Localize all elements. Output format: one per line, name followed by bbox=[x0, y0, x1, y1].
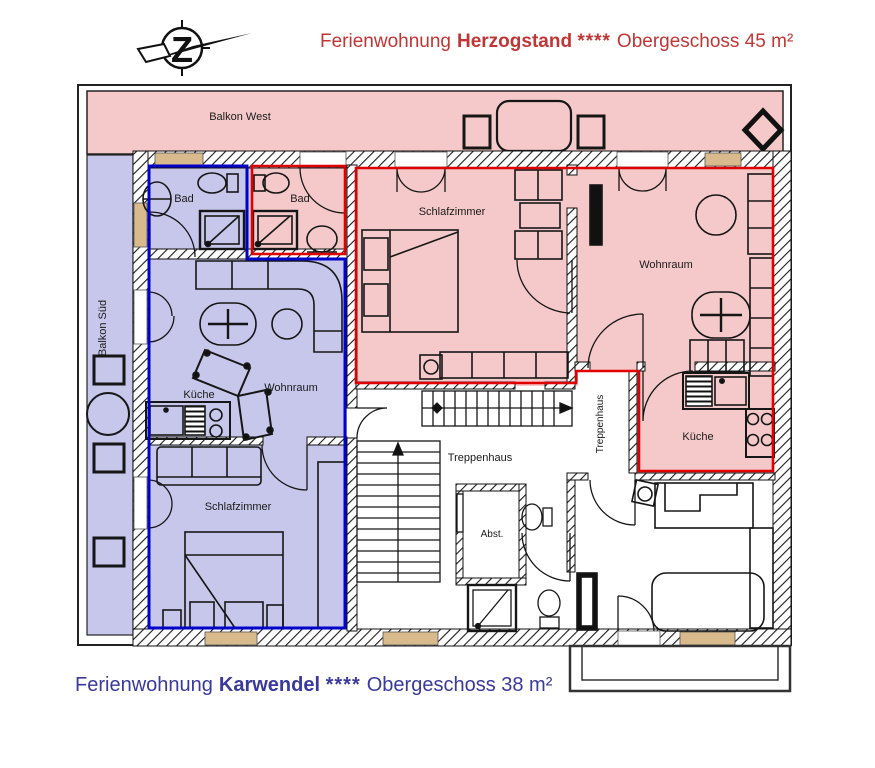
wardrobe bbox=[749, 527, 774, 629]
kitchen-bar bbox=[191, 348, 274, 442]
double-bed bbox=[162, 531, 284, 629]
title-apartment-name: Herzogstand bbox=[456, 31, 573, 52]
stove-burner bbox=[209, 408, 223, 422]
balcony-chair bbox=[92, 354, 126, 386]
shower bbox=[466, 583, 518, 633]
toilet-tank bbox=[542, 507, 553, 527]
chair bbox=[271, 308, 303, 340]
room-label-kueche-herzogstand: Küche bbox=[682, 431, 713, 443]
toilet-tank bbox=[226, 173, 239, 193]
pillow bbox=[363, 237, 389, 271]
tv-board bbox=[589, 184, 603, 246]
star-rating: **** bbox=[577, 31, 611, 52]
karwendel-outline bbox=[147, 164, 347, 630]
bottom-right-room bbox=[576, 479, 774, 632]
room-label-treppenhaus: Treppenhaus bbox=[448, 452, 513, 464]
room-label-kueche-karwendel: Küche bbox=[183, 389, 214, 401]
toilet bbox=[197, 172, 227, 194]
shower bbox=[251, 209, 299, 251]
title-suffix: Obergeschoss 45 m² bbox=[616, 31, 794, 52]
sofa bbox=[156, 446, 262, 486]
shower bbox=[198, 209, 246, 251]
title-prefix: Ferienwohnung bbox=[75, 674, 213, 696]
room-label-bad-karwendel: Bad bbox=[174, 193, 194, 205]
balkon-sued bbox=[86, 154, 134, 636]
bed bbox=[651, 572, 765, 632]
room-label-schlafzimmer-karwendel: Schlafzimmer bbox=[205, 501, 272, 513]
sliding-door bbox=[456, 493, 464, 533]
balcony-chair bbox=[576, 114, 606, 150]
seating-group bbox=[514, 169, 563, 260]
room-label-abstellraum: Abst. bbox=[481, 529, 504, 540]
room-label-wohnraum-herzogstand: Wohnraum bbox=[639, 259, 693, 271]
title-prefix: Ferienwohnung bbox=[320, 31, 451, 52]
lower-balcony bbox=[568, 644, 792, 693]
room-label-bad-herzogstand: Bad bbox=[290, 193, 310, 205]
room-label-balkon-sued: Balkon Süd bbox=[97, 300, 109, 356]
balcony-chair bbox=[92, 442, 126, 474]
star-rating: **** bbox=[325, 674, 361, 696]
pillow bbox=[363, 283, 389, 317]
furniture-karwendel bbox=[142, 172, 347, 629]
room-label-schlafzimmer-herzogstand: Schlafzimmer bbox=[419, 206, 486, 218]
toilet bbox=[262, 172, 290, 194]
dining-table bbox=[199, 302, 257, 346]
round-table bbox=[695, 194, 737, 236]
toilet bbox=[537, 589, 561, 617]
balcony-round-table bbox=[86, 392, 130, 436]
room-label-treppenhaus-neben: Treppenhaus bbox=[595, 395, 606, 454]
diamond-marker bbox=[741, 107, 785, 153]
balkon-west bbox=[86, 90, 785, 155]
double-bed bbox=[361, 229, 459, 333]
toilet-base bbox=[539, 616, 560, 629]
balcony-chair bbox=[462, 114, 492, 150]
room-label-wohnraum-karwendel: Wohnraum bbox=[264, 382, 318, 394]
sideboard bbox=[419, 351, 569, 380]
herzogstand-outline bbox=[354, 166, 775, 473]
compass-z-glyph: Z bbox=[171, 29, 193, 70]
balcony-chair bbox=[92, 536, 126, 568]
north-compass-icon: Z bbox=[136, 20, 252, 76]
room-label-balkon-west: Balkon West bbox=[209, 111, 271, 123]
desk bbox=[654, 482, 754, 529]
title-suffix: Obergeschoss 38 m² bbox=[366, 674, 553, 696]
kitchen-sink bbox=[714, 376, 747, 406]
corner-sofa bbox=[195, 260, 343, 353]
toilet bbox=[521, 503, 543, 531]
dining-table bbox=[691, 291, 751, 339]
stove-burner bbox=[746, 433, 760, 447]
staircase bbox=[356, 390, 574, 633]
toilet-tank bbox=[253, 174, 266, 192]
herzogstand-bad-outline bbox=[250, 164, 347, 256]
title-apartment-name: Karwendel bbox=[218, 674, 321, 696]
stove-burner bbox=[209, 424, 223, 438]
stove-burner bbox=[746, 412, 760, 426]
wall-openings bbox=[133, 151, 742, 647]
